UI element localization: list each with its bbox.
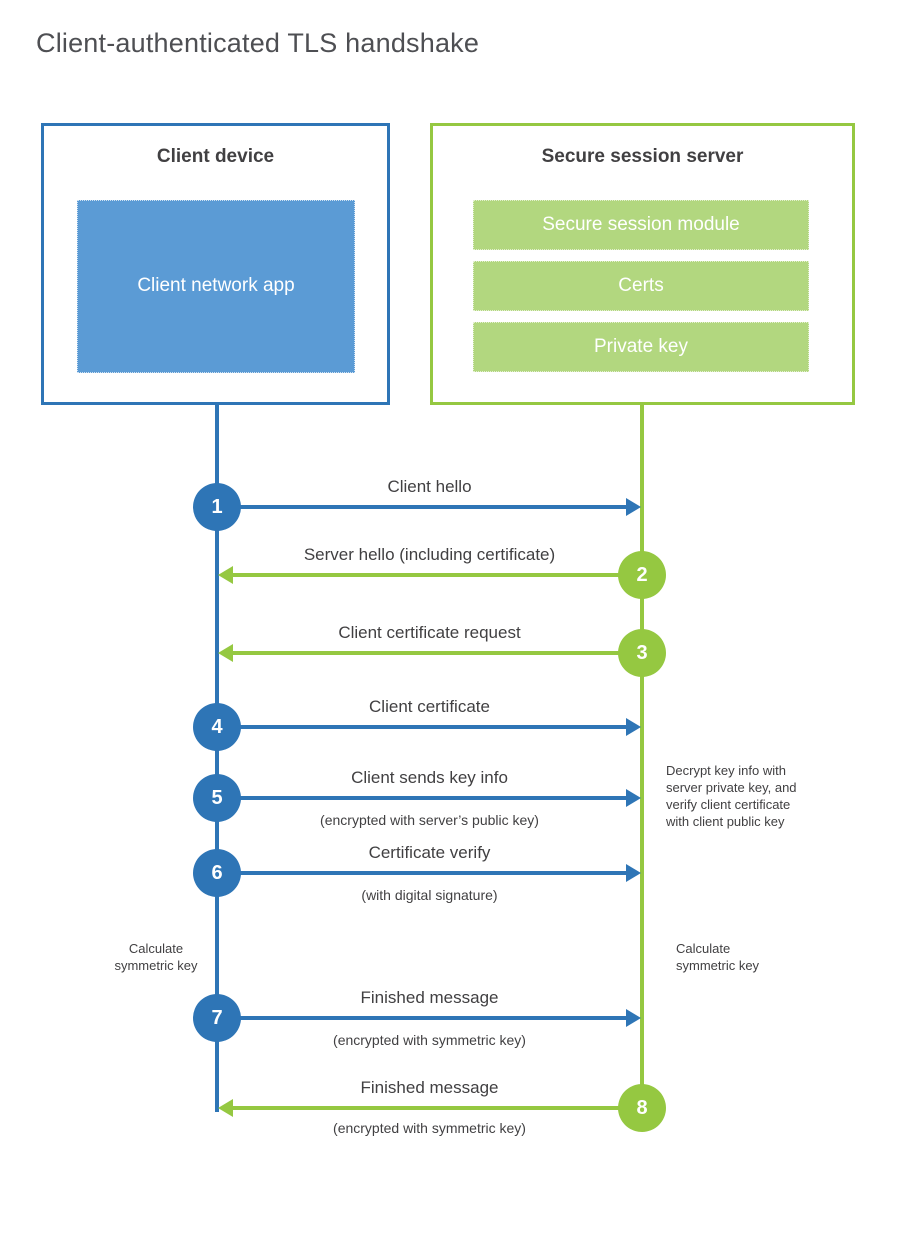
decrypt-note-line: with client public key [666,814,785,829]
message-label-7: Finished message [360,988,499,1007]
decrypt-note-line: Decrypt key info with [666,763,786,778]
step-circle-7: 7 [193,994,241,1042]
server-heading: Secure session server [541,146,744,167]
arrowhead-right-icon [626,864,641,882]
arrow-line-2 [233,573,642,577]
step-number: 5 [211,786,223,809]
arrow-line-5 [217,796,626,800]
message-label-4: Client certificate [369,697,490,716]
step-circle-5: 5 [193,774,241,822]
server-module-private-key: Private key [473,322,809,372]
arrow-line-3 [233,651,642,655]
arrow-line-7 [217,1016,626,1020]
message-sublabel-8: (encrypted with symmetric key) [333,1120,526,1136]
message-sublabel-7: (encrypted with symmetric key) [333,1032,526,1048]
arrowhead-left-icon [218,566,233,584]
arrow-line-4 [217,725,626,729]
step-number: 1 [211,495,223,518]
arrow-line-8 [233,1106,642,1110]
arrowhead-right-icon [626,718,641,736]
arrowhead-left-icon [218,644,233,662]
server-module-secure-session: Secure session module [473,200,809,250]
arrowhead-left-icon [218,1099,233,1117]
step-number: 7 [211,1006,223,1029]
step-circle-1: 1 [193,483,241,531]
server-module-certs: Certs [473,261,809,311]
step-number: 2 [636,563,648,586]
step-circle-8: 8 [618,1084,666,1132]
message-sublabel-6: (with digital signature) [361,887,498,903]
step-circle-6: 6 [193,849,241,897]
arrowhead-right-icon [626,1009,641,1027]
arrowhead-right-icon [626,498,641,516]
step-circle-4: 4 [193,703,241,751]
client-network-app-box: Client network app [77,200,355,373]
arrow-line-6 [217,871,626,875]
arrowhead-right-icon [626,789,641,807]
message-label-1: Client hello [387,477,472,496]
decrypt-note-line: verify client certificate [666,797,791,812]
client-lifeline [215,405,219,1112]
page-title: Client-authenticated TLS handshake [36,28,480,58]
message-label-8: Finished message [360,1078,499,1097]
calculate-symmetric-key-note-right: Calculate symmetric key [676,941,760,973]
message-sublabel-5: (encrypted with server’s public key) [320,812,539,828]
message-label-2: Server hello (including certificate) [303,545,556,564]
step-circle-2: 2 [618,551,666,599]
calculate-symmetric-key-note-left: Calculate symmetric key [114,941,198,973]
step-number: 3 [636,641,648,664]
step-number: 4 [211,715,223,738]
step-number: 8 [636,1096,648,1119]
client-device-heading: Client device [156,146,275,167]
arrow-line-1 [217,505,626,509]
server-lifeline [640,405,644,1108]
message-label-6: Certificate verify [368,843,491,862]
decrypt-note-line: server private key, and [666,780,797,795]
step-number: 6 [211,861,223,884]
message-label-3: Client certificate request [338,623,521,642]
message-label-5: Client sends key info [351,768,508,787]
decrypt-note: Decrypt key info with server private key… [666,762,846,830]
step-circle-3: 3 [618,629,666,677]
